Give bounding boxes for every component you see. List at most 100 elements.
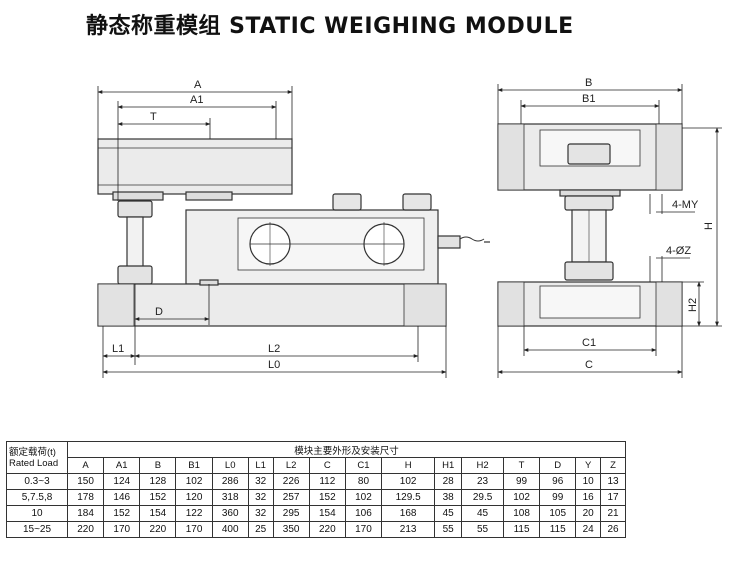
column-header: D	[539, 457, 577, 474]
table-cell: 295	[272, 505, 310, 522]
load-header-en: Rated Load	[9, 457, 59, 469]
load-cell: 5,7.5,8	[6, 489, 68, 506]
table-cell: 213	[381, 521, 436, 538]
table-cell: 45	[461, 505, 504, 522]
table-cell: 152	[139, 489, 177, 506]
table-cell: 10	[575, 473, 602, 490]
table-cell: 102	[344, 489, 383, 506]
table-cell: 184	[66, 505, 105, 522]
table-cell: 102	[502, 489, 541, 506]
side-dimensions	[497, 84, 722, 378]
table-cell: 21	[600, 505, 626, 522]
load-header: 额定载荷(t) Rated Load	[6, 441, 68, 474]
table-cell: 106	[344, 505, 383, 522]
table-cell: 16	[575, 489, 602, 506]
table-cell: 32	[247, 473, 274, 490]
table-cell: 28	[434, 473, 463, 490]
load-cell: 15~25	[6, 521, 68, 538]
bolt-nut-bottom	[117, 265, 153, 285]
table-cell: 257	[272, 489, 310, 506]
table-cell: 178	[66, 489, 105, 506]
table-cell: 318	[211, 489, 249, 506]
table-cell: 168	[381, 505, 436, 522]
dim-label-4-Z: 4-ØZ	[666, 245, 691, 257]
load-cell: 10	[6, 505, 68, 522]
table-cell: 96	[539, 473, 577, 490]
dim-label-C1: C1	[582, 337, 596, 349]
table-cell: 45	[434, 505, 463, 522]
side-nut-upper	[564, 195, 614, 211]
technical-drawing: A A1 T D L1 L2 L0 B	[97, 77, 722, 378]
table-cell: 32	[247, 505, 274, 522]
table-cell: 38	[434, 489, 463, 506]
cell-bolt-left	[332, 193, 362, 211]
table-cell: 154	[139, 505, 177, 522]
cable-gland	[437, 235, 461, 249]
column-header: Z	[600, 457, 626, 474]
cell-bolt-right	[402, 193, 432, 211]
table-cell: 170	[175, 521, 213, 538]
dim-label-L2: L2	[268, 343, 280, 355]
side-nut-lower	[564, 261, 614, 281]
table-cell: 24	[575, 521, 602, 538]
table-cell: 55	[434, 521, 463, 538]
table-title: 模块主要外形及安装尺寸	[67, 441, 626, 458]
table-cell: 80	[344, 473, 383, 490]
load-cell: 0.3~3	[6, 473, 68, 490]
dim-label-L0: L0	[268, 359, 280, 371]
table-cell: 102	[381, 473, 436, 490]
table-cell: 220	[139, 521, 177, 538]
column-header: Y	[575, 457, 602, 474]
table-cell: 220	[308, 521, 346, 538]
table-cell: 55	[461, 521, 504, 538]
dim-label-H: H	[703, 222, 715, 230]
side-top-nut	[567, 143, 611, 165]
table-columns-row: A A1 B B1 L0 L1 L2 C C1 H H1 H2 T D Y Z	[7, 457, 626, 474]
dim-label-L1: L1	[112, 343, 124, 355]
table-cell: 25	[247, 521, 274, 538]
table-cell: 32	[247, 489, 274, 506]
table-cell: 115	[539, 521, 577, 538]
table-cell: 152	[308, 489, 346, 506]
dim-label-H2: H2	[687, 298, 699, 312]
table-cell: 20	[575, 505, 602, 522]
table-cell: 400	[211, 521, 249, 538]
table-cell: 26	[600, 521, 626, 538]
table-cell: 102	[175, 473, 213, 490]
table-cell: 108	[502, 505, 541, 522]
table-cell: 170	[344, 521, 383, 538]
dim-label-4-MY: 4-MY	[672, 199, 699, 211]
front-dimensions	[97, 86, 447, 378]
table-cell: 220	[66, 521, 105, 538]
table-cell: 150	[66, 473, 105, 490]
table-cell: 23	[461, 473, 504, 490]
dim-label-D: D	[155, 306, 163, 318]
table-cell: 122	[175, 505, 213, 522]
table-cell: 29.5	[461, 489, 504, 506]
column-header: T	[502, 457, 541, 474]
column-header: H2	[461, 457, 504, 474]
top-plate	[97, 138, 293, 195]
table-cell: 120	[175, 489, 213, 506]
dim-label-A1: A1	[190, 94, 203, 106]
dim-label-C: C	[585, 359, 593, 371]
column-header: L2	[272, 457, 310, 474]
table-cell: 99	[539, 489, 577, 506]
front-view	[97, 138, 490, 327]
side-view	[497, 123, 683, 327]
bolt-shaft	[126, 216, 144, 268]
column-header: B	[139, 457, 177, 474]
table-cell: 286	[211, 473, 249, 490]
table-cell: 99	[502, 473, 541, 490]
column-header: L0	[211, 457, 249, 474]
table-cell: 128	[139, 473, 177, 490]
table-cell: 350	[272, 521, 310, 538]
spec-table: 额定载荷(t) Rated Load 模块主要外形及安装尺寸 A A1 B B1…	[6, 441, 626, 538]
table-cell: 170	[103, 521, 141, 538]
column-header: B1	[175, 457, 213, 474]
column-header: H	[381, 457, 436, 474]
table-cell: 226	[272, 473, 310, 490]
